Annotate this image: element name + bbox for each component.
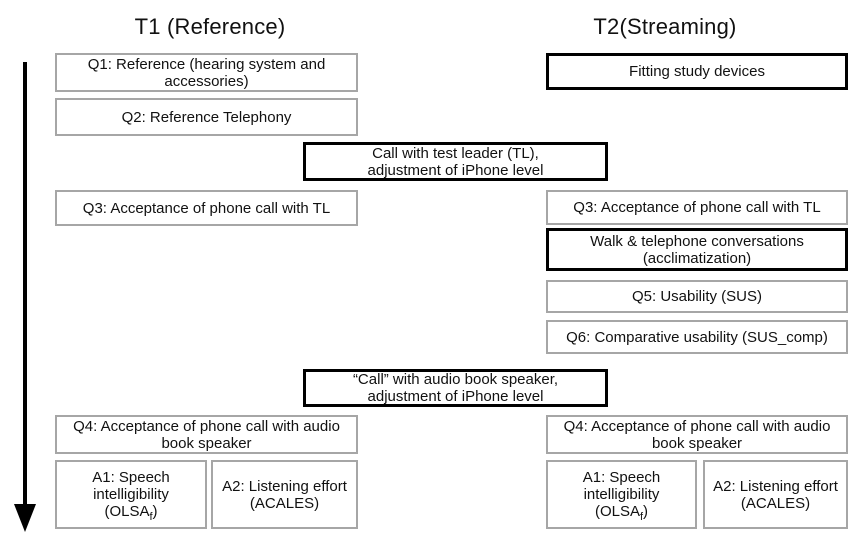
box-text: Q3: Acceptance of phone call with TL [82,199,331,217]
box-text: accessories) [164,72,249,90]
box-text: Call with test leader (TL), [372,144,539,162]
box-text: (ACALES) [740,494,811,512]
box-text: Q1: Reference (hearing system and [87,55,326,73]
box-text: intelligibility [583,486,660,503]
box-call-with-test-leader: Call with test leader (TL), adjustment o… [303,142,608,181]
time-flow-arrow-icon [14,62,36,532]
box-text: Q3: Acceptance of phone call with TL [573,199,821,216]
box-text: Q6: Comparative usability (SUS_comp) [566,328,828,346]
box-text: adjustment of iPhone level [367,388,544,405]
box-text: A2: Listening effort [222,477,347,495]
box-text: intelligibility [93,486,169,503]
box-q3-acceptance-tl-left: Q3: Acceptance of phone call with TL [55,190,358,226]
box-q4-acceptance-audio-right: Q4: Acceptance of phone call with audio … [546,415,848,454]
box-text: “Call” with audio book speaker, [352,371,559,388]
box-q5-usability: Q5: Usability (SUS) [546,280,848,313]
box-text: A1: Speech [92,469,170,486]
box-text: A2: Listening effort [713,477,838,495]
box-text: book speaker [161,434,252,452]
box-text: A1: Speech [582,469,661,486]
box-text: (acclimatization) [642,249,752,267]
box-a2-listening-effort-left: A2: Listening effort (ACALES) [211,460,358,529]
box-q3-acceptance-tl-right: Q3: Acceptance of phone call with TL [546,190,848,225]
box-a1-speech-intelligibility-right: A1: Speech intelligibility (OLSAf) [546,460,697,529]
box-text: Walk & telephone conversations [590,232,804,250]
box-call-with-audio-book-speaker: “Call” with audio book speaker, adjustme… [303,369,608,407]
box-a2-listening-effort-right: A2: Listening effort (ACALES) [703,460,848,529]
box-text: Fitting study devices [629,63,765,80]
box-text: Q5: Usability (SUS) [631,288,763,305]
box-a1-speech-intelligibility-left: A1: Speech intelligibility (OLSAf) [55,460,207,529]
box-text: Q4: Acceptance of phone call with audio [563,417,831,435]
column-title-t2: T2(Streaming) [593,14,737,39]
box-q6-comparative-usability: Q6: Comparative usability (SUS_comp) [546,320,848,354]
box-text: Q4: Acceptance of phone call with audio [73,417,340,435]
box-q1-reference: Q1: Reference (hearing system and access… [55,53,358,92]
box-q2-reference-telephony: Q2: Reference Telephony [55,98,358,136]
box-text: adjustment of iPhone level [367,161,544,179]
box-q4-acceptance-audio-left: Q4: Acceptance of phone call with audio … [55,415,358,454]
box-text: Q2: Reference Telephony [121,108,292,126]
box-text: (OLSAf) [594,503,649,523]
box-text: (ACALES) [249,494,320,512]
box-text: book speaker [651,434,743,452]
box-fitting-study-devices: Fitting study devices [546,53,848,90]
box-text: (OLSAf) [104,503,158,523]
column-title-t1: T1 (Reference) [134,14,286,39]
box-walk-telephone-conversations: Walk & telephone conversations (acclimat… [546,228,848,271]
